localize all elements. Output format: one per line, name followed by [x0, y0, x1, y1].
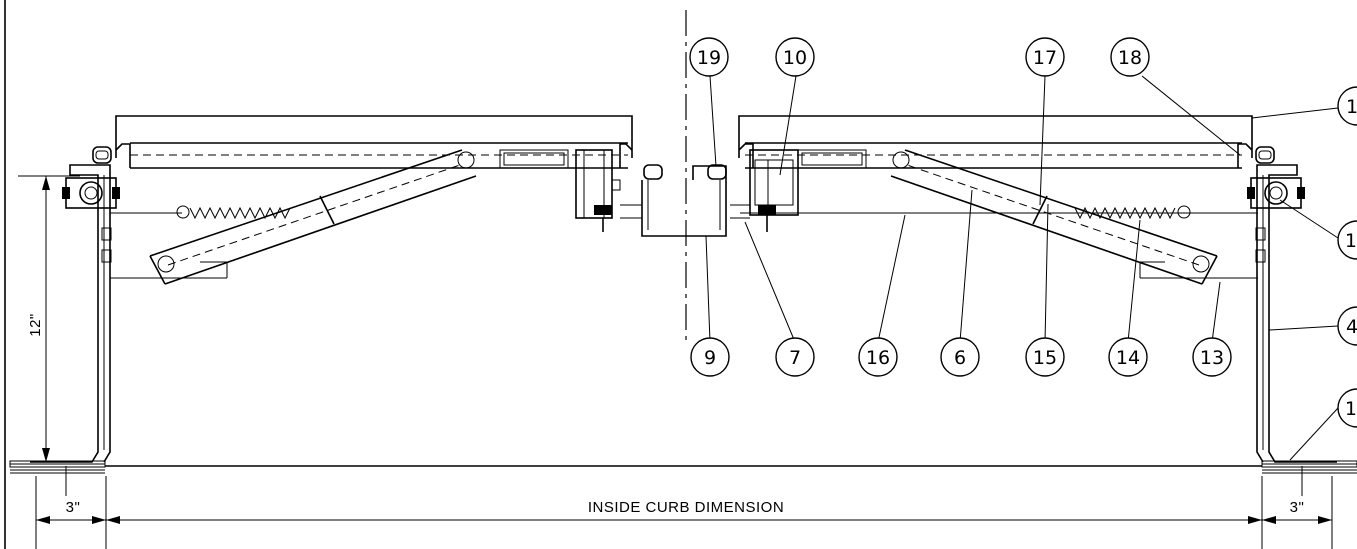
- svg-text:10: 10: [783, 47, 807, 69]
- right-inner-frame: [740, 212, 1258, 279]
- right-flange-dimension-label: 3": [1290, 499, 1305, 516]
- right-curb-wall: [1255, 146, 1337, 463]
- callout-11: 11: [1337, 388, 1357, 428]
- callout-18: 18: [1110, 37, 1150, 77]
- svg-text:15: 15: [1033, 347, 1057, 369]
- callout-4: 4: [1337, 306, 1357, 346]
- svg-text:19: 19: [697, 47, 721, 69]
- svg-text:4: 4: [1346, 316, 1357, 338]
- right-latch: [707, 149, 799, 232]
- callout-1: 1: [1337, 86, 1357, 126]
- svg-text:13: 13: [1200, 347, 1224, 369]
- svg-text:14: 14: [1116, 347, 1140, 369]
- callout-13: 13: [1192, 337, 1232, 377]
- right-cover-lid: [738, 115, 1253, 169]
- right-gas-strut: [890, 149, 1218, 285]
- callout-6: 6: [940, 337, 980, 377]
- horizontal-dimensions: 3" INSIDE CURB DIMENSION 3": [35, 466, 1333, 549]
- left-gas-strut: [149, 149, 477, 285]
- height-dimension-label: 12": [27, 313, 44, 337]
- svg-text:18: 18: [1118, 47, 1142, 69]
- svg-text:17: 17: [1033, 47, 1057, 69]
- callout-9: 9: [690, 337, 730, 377]
- svg-text:16: 16: [866, 347, 890, 369]
- svg-text:11: 11: [1345, 398, 1357, 420]
- left-cover-lid: [115, 115, 633, 169]
- left-spring: [189, 206, 291, 220]
- callout-7: 7: [775, 337, 815, 377]
- left-latch: [575, 149, 663, 232]
- right-spring: [1074, 206, 1176, 220]
- roof-deck: [9, 460, 1357, 474]
- left-flange-dimension-label: 3": [66, 499, 81, 516]
- left-curb-wall: [30, 146, 112, 463]
- svg-text:9: 9: [704, 347, 716, 369]
- callout-19: 19: [689, 37, 729, 77]
- right-hinge-bracket: [1247, 177, 1305, 263]
- height-dimension: 12": [18, 175, 80, 462]
- callout-15: 15: [1025, 337, 1065, 377]
- callout-16: 16: [858, 337, 898, 377]
- svg-text:6: 6: [954, 347, 966, 369]
- svg-text:7: 7: [789, 347, 801, 369]
- inside-curb-dimension-label: INSIDE CURB DIMENSION: [588, 499, 784, 516]
- callout-10: 10: [775, 37, 815, 77]
- callout-17: 17: [1025, 37, 1065, 77]
- svg-text:12: 12: [1345, 230, 1357, 252]
- callout-12: 12: [1337, 220, 1357, 260]
- left-hinge-bracket: [62, 177, 120, 263]
- left-inner-frame: [110, 212, 228, 279]
- svg-text:1: 1: [1346, 96, 1357, 118]
- leader-lines: [705, 75, 1339, 461]
- callout-14: 14: [1108, 337, 1148, 377]
- center-gutter-channel: [641, 165, 727, 237]
